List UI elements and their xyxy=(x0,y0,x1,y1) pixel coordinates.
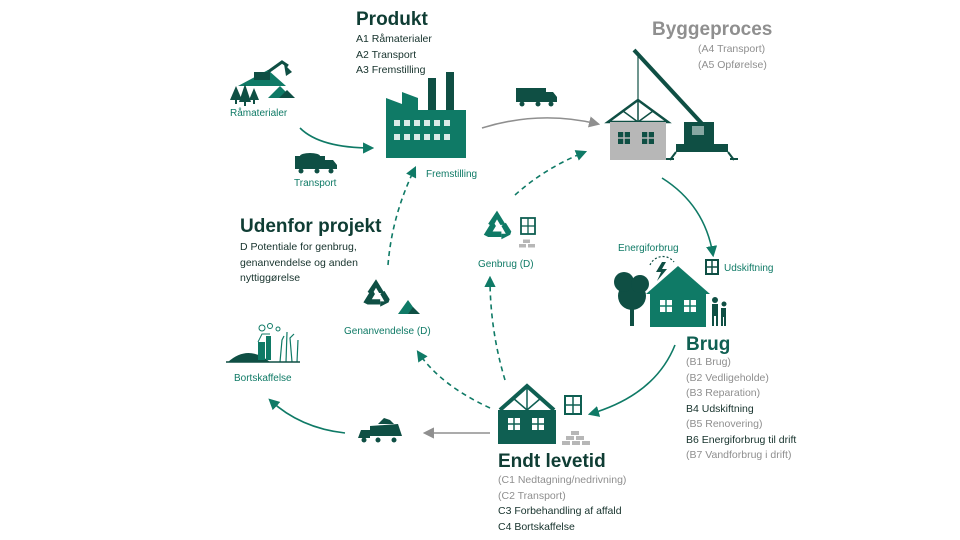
arrow-brug-to-endt-levetid xyxy=(587,344,676,417)
dashed-arrow-endt-to-genbrug xyxy=(484,275,506,381)
brug-list: (B1 Brug) (B2 Vedligeholde) (B3 Reparati… xyxy=(686,355,796,464)
produkt-item: A2 Transport xyxy=(356,48,417,61)
endt-levetid-list: (C1 Nedtagning/nedrivning) (C2 Transport… xyxy=(498,473,626,535)
brug-item: (B3 Reparation) xyxy=(686,387,761,399)
landfill-icon xyxy=(226,323,300,363)
factory-icon xyxy=(386,72,466,158)
produkt-list: A1 Råmaterialer A2 Transport A3 Fremstil… xyxy=(356,32,432,79)
brug-tree-icon xyxy=(614,272,649,326)
dashed-arrow-endt-to-genanvendelse xyxy=(416,350,491,409)
produkt-title: Produkt xyxy=(356,9,428,30)
produkt-item: A1 Råmaterialer xyxy=(356,33,432,45)
genanvendelse-hill-icon xyxy=(398,300,420,314)
udskiftning-label: Udskiftning xyxy=(724,263,774,274)
udenfor-item: genanvendelse og anden xyxy=(240,256,358,269)
brug-title: Brug xyxy=(686,334,731,355)
brug-item: (B7 Vandforbrug i drift) xyxy=(686,449,792,461)
transport-truck-icon xyxy=(295,153,337,174)
dashed-arrow-genanvendelse-to-fremstilling xyxy=(387,165,417,266)
endt-levetid-item: C3 Forbehandling af affald xyxy=(498,505,622,517)
endt-levetid-title: Endt levetid xyxy=(498,451,606,472)
genbrug-window-icon xyxy=(520,217,536,235)
genbrug-bricks-icon xyxy=(519,239,535,248)
genanvendelse-label: Genanvendelse (D) xyxy=(344,326,431,337)
byggeproces-list: (A4 Transport) (A5 Opførelse) xyxy=(698,42,767,73)
energy-bolt-icon xyxy=(649,255,675,281)
endt-levetid-house-icon xyxy=(498,383,556,444)
brug-item: (B2 Vedligeholde) xyxy=(686,371,769,384)
endt-levetid-item: (C2 Transport) xyxy=(498,489,566,502)
brug-item: (B5 Renovering) xyxy=(686,418,763,430)
genanvendelse-recycle-icon xyxy=(363,279,390,307)
loose-window-icon xyxy=(564,395,582,415)
transport-truck-bottom-icon xyxy=(358,418,402,443)
brug-item: B6 Energiforbrug til drift xyxy=(686,433,797,446)
endt-levetid-item: (C1 Nedtagning/nedrivning) xyxy=(498,474,627,486)
udenfor-item: D Potentiale for genbrug, xyxy=(240,241,357,253)
bortskaffelse-label: Bortskaffelse xyxy=(234,373,292,384)
byggeproces-item: (A4 Transport) xyxy=(698,43,766,55)
endt-levetid-item: C4 Bortskaffelse xyxy=(498,520,575,533)
transport-label: Transport xyxy=(294,178,337,189)
genbrug-label: Genbrug (D) xyxy=(478,259,534,270)
arrow-byggeproces-to-brug xyxy=(661,177,718,258)
genbrug-recycle-icon xyxy=(483,210,512,240)
brug-house-icon xyxy=(646,266,710,327)
people-icon xyxy=(712,297,727,326)
udenfor-title: Udenfor projekt xyxy=(240,216,382,237)
arrow-ramaterialer-to-fremstilling xyxy=(299,127,375,154)
construction-crane-icon xyxy=(632,48,738,161)
ramaterialer-label: Råmaterialer xyxy=(230,108,288,119)
udenfor-list: D Potentiale for genbrug, genanvendelse … xyxy=(240,240,358,287)
energiforbrug-label: Energiforbrug xyxy=(618,243,679,254)
window-replacement-icon xyxy=(705,259,719,275)
arrow-fremstilling-to-byggeproces xyxy=(481,116,601,129)
fremstilling-label: Fremstilling xyxy=(426,169,478,180)
produkt-item: A3 Fremstilling xyxy=(356,64,426,76)
udenfor-item: nyttiggørelse xyxy=(240,272,301,284)
brug-item: B4 Udskiftning xyxy=(686,402,754,415)
brug-item: (B1 Brug) xyxy=(686,356,731,368)
byggeproces-house-icon xyxy=(604,98,672,160)
dashed-arrow-genbrug-to-byggeproces xyxy=(514,150,588,196)
byggeproces-item: (A5 Opførelse) xyxy=(698,58,767,71)
ramaterialer-icon xyxy=(230,60,295,106)
transport-truck-top-icon xyxy=(516,88,557,107)
bricks-icon xyxy=(562,431,590,445)
arrow-truck-to-bortskaffelse xyxy=(268,398,346,434)
byggeproces-title: Byggeproces xyxy=(652,19,773,40)
